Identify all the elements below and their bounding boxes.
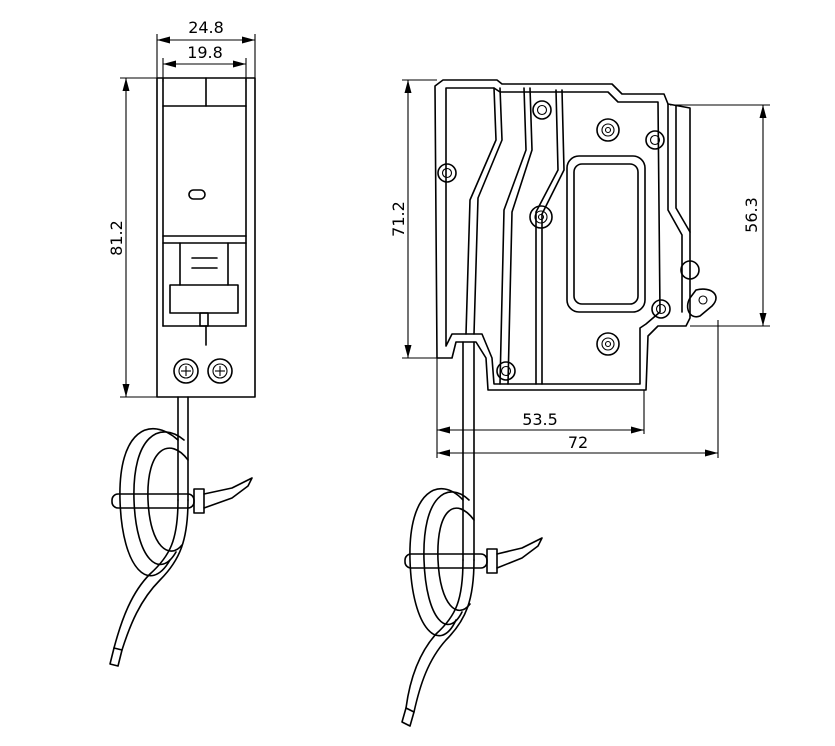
side-pigtail-wire [401, 341, 543, 727]
dim-front-width-inner-label: 19.8 [187, 43, 223, 62]
trip-latch [686, 288, 717, 318]
dim-side-depth-body-label: 53.5 [522, 410, 558, 429]
cable-tie [111, 493, 195, 509]
rivet-icons [437, 100, 671, 381]
indicator-window [188, 189, 206, 200]
side-window [566, 155, 646, 313]
terminal-screw-right-icon [207, 358, 233, 384]
toggle-lever [169, 284, 239, 314]
dim-side-depth-total-label: 72 [568, 433, 588, 452]
dim-front-width-inner: 19.8 [162, 43, 247, 82]
front-view: 24.8 19.8 81.2 [107, 18, 256, 667]
dim-front-width-outer-label: 24.8 [188, 18, 224, 37]
front-body [156, 77, 256, 398]
dim-side-height-body: 56.3 [670, 104, 770, 327]
dim-front-width-outer: 24.8 [156, 18, 256, 78]
dim-side-height-body-label: 56.3 [742, 197, 761, 233]
terminal-screw-left-icon [173, 358, 199, 384]
side-view: 71.2 56.3 53.5 72 [389, 79, 770, 727]
dim-front-height: 81.2 [107, 77, 157, 398]
dim-front-height-label: 81.2 [107, 220, 126, 256]
front-pigtail-wire [109, 396, 253, 667]
dim-side-depth-total: 72 [437, 320, 719, 458]
dim-side-depth-body: 53.5 [436, 358, 645, 458]
side-housing [434, 79, 717, 391]
dim-side-height-total: 71.2 [389, 79, 437, 359]
dim-side-height-total-label: 71.2 [389, 201, 408, 237]
